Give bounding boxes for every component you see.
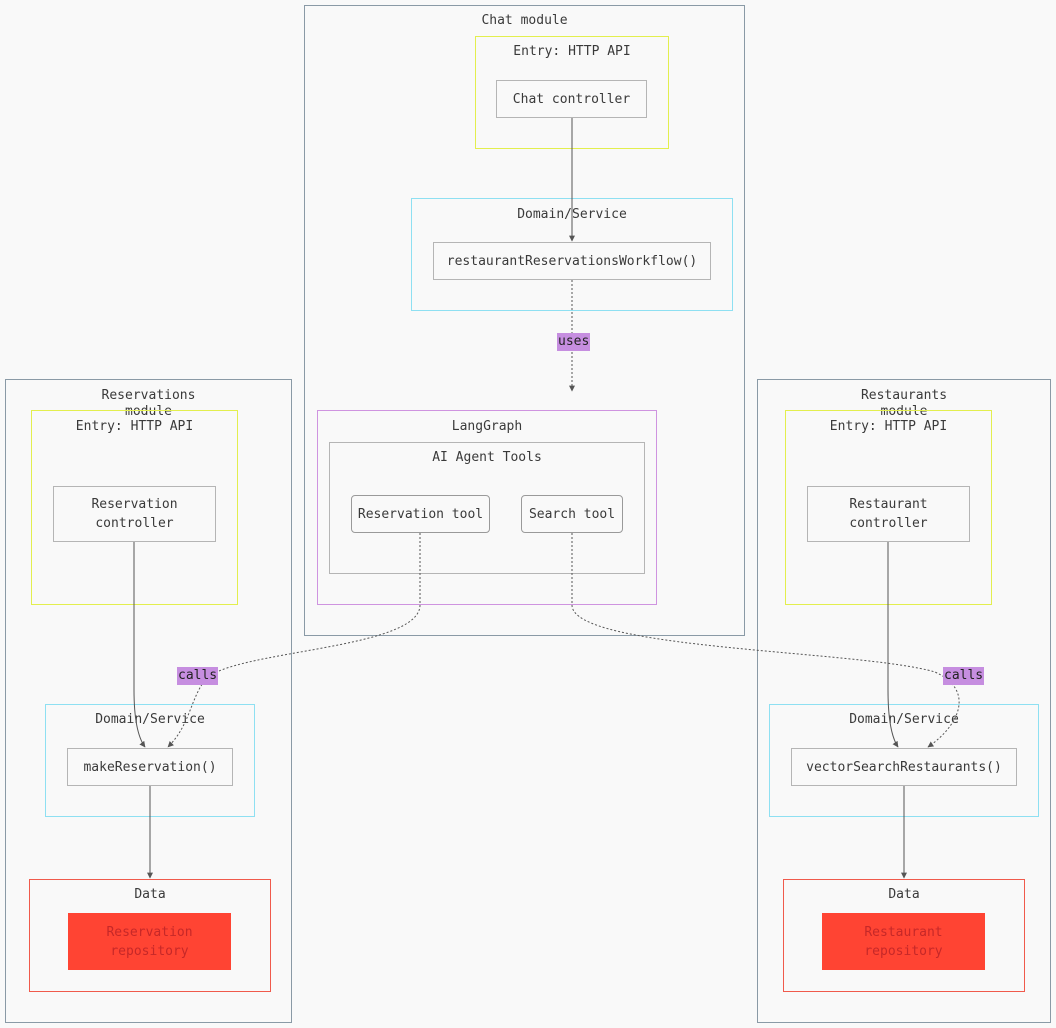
chat-controller-node: Chat controller [496,80,647,118]
restaurant-repository-node: Restaurant repository [822,913,985,970]
chat-module-title: Chat module [481,13,568,28]
reservations-domain-title: Domain/Service [95,712,205,727]
reservations-module-title: Reservations module [101,388,196,419]
reservations-entry-group: Entry: HTTP API [31,410,238,605]
restaurants-module-title: Restaurants module [860,388,948,419]
chat-entry-title: Entry: HTTP API [513,44,631,59]
chat-domain-title: Domain/Service [517,207,627,222]
make-reservation-node: makeReservation() [67,748,233,786]
ai-agent-tools-group: AI Agent Tools [329,442,645,574]
workflow-node: restaurantReservationsWorkflow() [433,242,711,280]
ai-agent-tools-title: AI Agent Tools [432,450,542,465]
reservations-data-group: Data [29,879,271,992]
restaurant-controller-node: Restaurant controller [807,486,970,542]
reservation-tool-node: Reservation tool [351,495,490,533]
search-tool-node: Search tool [521,495,623,533]
reservation-controller-node: Reservation controller [53,486,216,542]
reservations-entry-title: Entry: HTTP API [75,419,194,434]
restaurants-data-group: Data [783,879,1025,992]
restaurants-domain-title: Domain/Service [849,712,959,727]
langgraph-group: LangGraph [317,410,657,605]
reservation-repository-node: Reservation repository [68,913,231,970]
edge-label-calls-restaurants: calls [943,667,985,685]
edge-label-uses: uses [557,333,591,351]
restaurants-entry-title: Entry: HTTP API [829,419,948,434]
langgraph-title: LangGraph [451,419,523,434]
vector-search-node: vectorSearchRestaurants() [791,748,1017,786]
reservations-data-title: Data [134,887,166,902]
restaurants-entry-group: Entry: HTTP API [785,410,992,605]
restaurants-data-title: Data [888,887,920,902]
edge-label-calls-reservations: calls [177,667,219,685]
